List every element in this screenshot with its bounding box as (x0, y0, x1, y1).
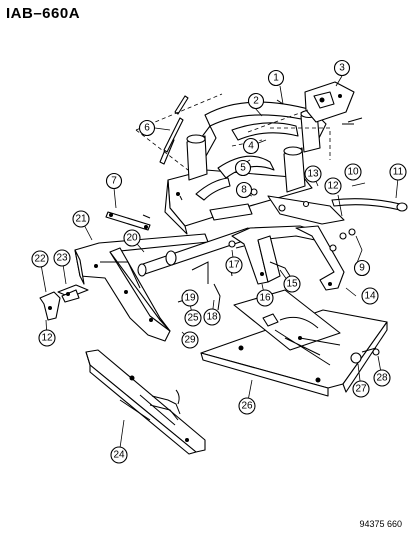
part-12-bracket-lower (39, 291, 61, 321)
callout-15: 15 (283, 275, 301, 293)
upper-seat-bracket (164, 169, 345, 235)
callout-28: 28 (373, 369, 391, 387)
svg-text:4: 4 (248, 141, 254, 152)
svg-text:16: 16 (259, 293, 271, 304)
svg-text:12: 12 (327, 181, 339, 192)
svg-text:7: 7 (111, 176, 117, 187)
svg-text:18: 18 (206, 312, 218, 323)
callout-6: 6 (138, 119, 156, 137)
part-7-link-rod (105, 211, 151, 231)
svg-text:29: 29 (184, 335, 196, 346)
svg-text:27: 27 (355, 384, 367, 395)
part-3-bracket-plate (304, 81, 355, 123)
callout-2: 2 (247, 92, 265, 110)
svg-text:21: 21 (75, 214, 87, 225)
svg-text:23: 23 (56, 253, 68, 264)
svg-text:11: 11 (393, 167, 404, 178)
callout-1: 1 (267, 69, 285, 87)
part-16-lever-arm (231, 225, 321, 285)
callout-26: 26 (238, 397, 256, 415)
svg-text:14: 14 (364, 291, 376, 302)
callout-13: 13 (304, 165, 322, 183)
part-24-base-plate (85, 349, 206, 455)
callout-29: 29 (181, 331, 199, 349)
part-11-rod (331, 198, 408, 212)
svg-text:19: 19 (184, 293, 196, 304)
callout-22: 22 (31, 250, 49, 268)
part-6-rod (159, 95, 189, 165)
callout-12-upper: 12 (324, 177, 342, 195)
svg-text:24: 24 (113, 450, 125, 461)
callout-17: 17 (225, 256, 243, 274)
svg-text:5: 5 (240, 163, 246, 174)
callout-24: 24 (110, 446, 128, 464)
callout-8: 8 (235, 181, 253, 199)
svg-text:28: 28 (376, 373, 388, 384)
svg-text:13: 13 (307, 169, 319, 180)
diagram-code: IAB–660A (6, 5, 81, 22)
callout-19: 19 (181, 289, 199, 307)
callout-10: 10 (344, 163, 362, 181)
callout-23: 23 (53, 249, 71, 267)
callout-14: 14 (361, 287, 379, 305)
svg-text:9: 9 (359, 263, 365, 274)
svg-text:26: 26 (241, 401, 253, 412)
svg-text:25: 25 (187, 313, 199, 324)
svg-text:12: 12 (41, 333, 53, 344)
svg-text:17: 17 (228, 260, 240, 271)
callout-16: 16 (256, 289, 274, 307)
svg-text:6: 6 (144, 123, 150, 134)
fasteners (142, 99, 380, 364)
callout-25: 25 (184, 309, 202, 327)
part-2-sleeve-right (283, 146, 306, 193)
callout-7: 7 (105, 172, 123, 190)
part-4-handle-bend (231, 122, 299, 141)
svg-text:3: 3 (339, 63, 345, 74)
svg-text:10: 10 (347, 167, 359, 178)
callout-5: 5 (234, 159, 252, 177)
svg-text:20: 20 (126, 233, 138, 244)
callout-21: 21 (72, 210, 90, 228)
part-2-sleeve-left (186, 134, 208, 181)
callout-18: 18 (203, 308, 221, 326)
svg-text:8: 8 (241, 185, 247, 196)
callout-27: 27 (352, 380, 370, 398)
part-21-lever-frame (74, 233, 209, 342)
callout-11: 11 (389, 163, 407, 181)
svg-text:1: 1 (273, 73, 279, 84)
part-14-lever-arm (295, 225, 345, 291)
part-23-link (57, 284, 89, 303)
svg-text:2: 2 (253, 96, 259, 107)
svg-text:22: 22 (34, 254, 46, 265)
reference-number: 94375 660 (359, 519, 402, 529)
callout-12-lower: 12 (38, 329, 56, 347)
svg-text:15: 15 (286, 279, 298, 290)
callout-20: 20 (123, 229, 141, 247)
callout-3: 3 (333, 59, 351, 77)
part-26-base-plate (200, 289, 388, 397)
callout-9: 9 (353, 259, 371, 277)
callout-4: 4 (242, 137, 260, 155)
